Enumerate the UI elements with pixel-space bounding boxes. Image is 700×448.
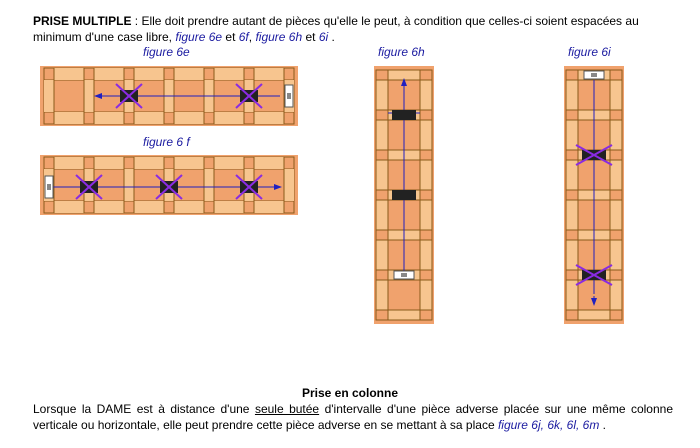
section-text-1: Lorsque la DAME est à distance d'une (33, 402, 255, 416)
intro-text-2: et (222, 30, 239, 44)
section-text-3: . (599, 418, 607, 432)
piece-cross-2 (235, 83, 263, 109)
ref-figure-6e[interactable]: figure 6e (175, 30, 223, 44)
intro-text-3: , (248, 30, 256, 44)
board-figure-6i (562, 66, 626, 324)
intro-title: PRISE MULTIPLE (33, 14, 132, 28)
intro-text-4: et (302, 30, 319, 44)
board-figure-6h (372, 66, 436, 324)
board-figure-6f (40, 153, 298, 217)
caption-figure-6h: figure 6h (378, 45, 425, 59)
ref-6i[interactable]: 6i (318, 30, 329, 44)
section-title-prise-en-colonne: Prise en colonne (301, 386, 399, 400)
intro-paragraph: PRISE MULTIPLE : Elle doit prendre autan… (33, 13, 673, 45)
caption-figure-6f: figure 6 f (143, 135, 190, 149)
ref-figure-6h[interactable]: figure 6h (255, 30, 303, 44)
section-text-2: d'intervalle d'une pièce adverse placée … (33, 402, 674, 432)
piece-cross-1 (115, 83, 143, 109)
board-figure-6e (40, 64, 298, 128)
ref-figures-6j-6m[interactable]: figure 6j, 6k, 6l, 6m (497, 418, 600, 432)
ref-6f[interactable]: 6f (238, 30, 249, 44)
intro-text-5: . (328, 30, 335, 44)
caption-figure-6i: figure 6i (568, 45, 611, 59)
underlined-phrase: seule butée (254, 402, 320, 416)
intro-text-1: : Elle doit prendre autant de pièces qu'… (33, 14, 639, 44)
section-paragraph: Lorsque la DAME est à distance d'une seu… (33, 401, 673, 433)
caption-figure-6e: figure 6e (143, 45, 190, 59)
